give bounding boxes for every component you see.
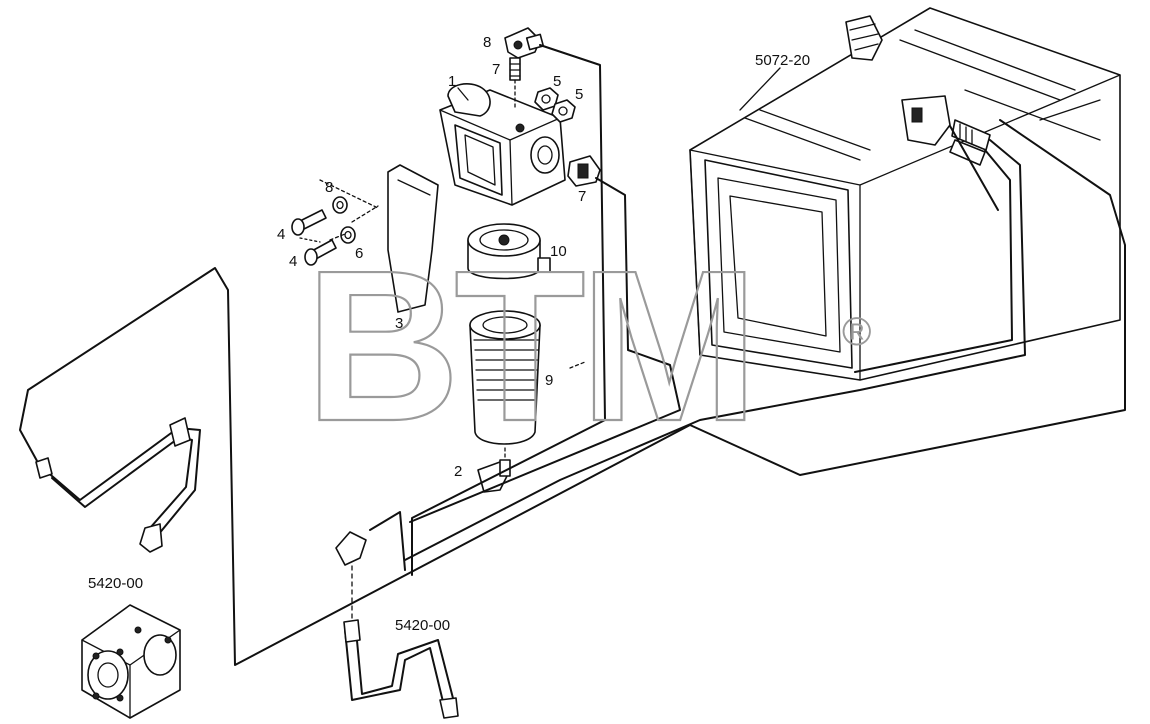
watermark-registered-mark: ® xyxy=(842,310,871,354)
label-part-10: 10 xyxy=(550,243,567,260)
leader-lines xyxy=(299,67,781,243)
bolt-lower xyxy=(304,239,337,266)
fuel-tank xyxy=(689,7,1121,381)
bolt-upper xyxy=(291,209,327,236)
washer-upper xyxy=(332,196,348,214)
label-ref-pump: 5420-00 xyxy=(88,575,143,592)
filter-cartridge xyxy=(469,310,586,445)
label-part-3: 3 xyxy=(395,315,403,332)
label-part-8-washer: 8 xyxy=(325,179,333,196)
supply-hose-bottom xyxy=(335,531,459,719)
label-part-1: 1 xyxy=(448,73,456,90)
banjo-fitting xyxy=(504,27,545,59)
nut-lower xyxy=(551,99,576,123)
outlet-fitting xyxy=(567,155,601,187)
return-hose-left xyxy=(35,417,201,553)
filter-head xyxy=(439,83,566,206)
water-separator xyxy=(467,223,551,280)
label-ref-fuel-tank: 5072-20 xyxy=(755,52,810,69)
bleed-screw xyxy=(509,57,521,111)
label-part-5-lower: 5 xyxy=(575,86,583,103)
label-part-7-upper: 7 xyxy=(492,61,500,78)
callout-labels: 1 2 3 4 4 5 5 6 7 7 8 8 9 10 5072-20 542… xyxy=(88,34,810,634)
label-part-4-upper: 4 xyxy=(277,226,285,243)
feed-pump xyxy=(81,604,181,719)
label-part-8-upper: 8 xyxy=(483,34,491,51)
label-ref-hose: 5420-00 xyxy=(395,617,450,634)
label-part-2: 2 xyxy=(454,463,462,480)
watermark-text: BTM xyxy=(305,225,753,466)
label-part-4-lower: 4 xyxy=(289,253,297,270)
washer-lower xyxy=(340,226,356,244)
bracket-plate xyxy=(387,164,439,313)
label-part-5-upper: 5 xyxy=(553,73,561,90)
btm-watermark: BTM ® xyxy=(304,224,872,467)
fuel-lines xyxy=(19,44,1126,666)
label-part-6: 6 xyxy=(355,245,363,262)
label-part-9: 9 xyxy=(545,372,553,389)
label-part-7-right: 7 xyxy=(578,188,586,205)
